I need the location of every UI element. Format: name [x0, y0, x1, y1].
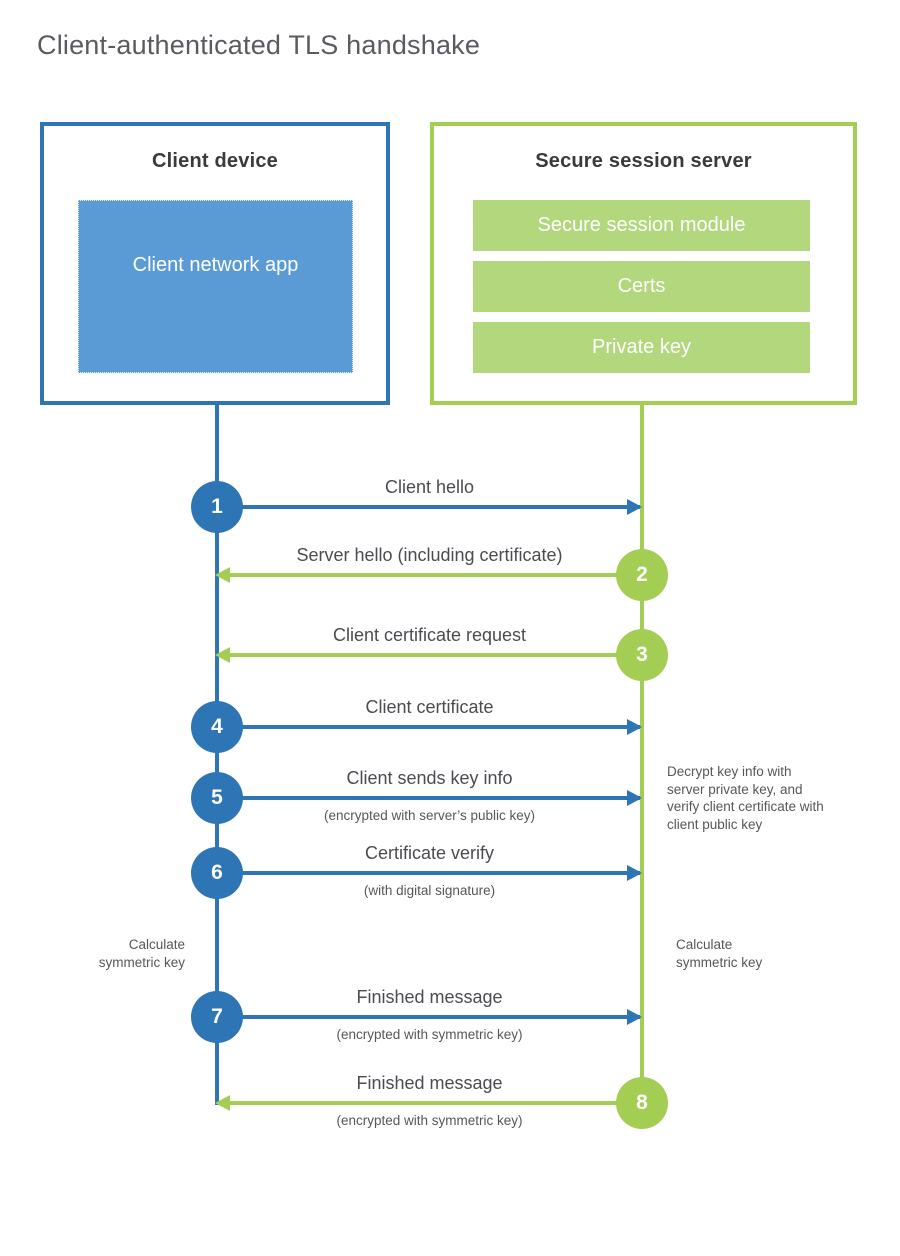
- message-label: Client certificate: [365, 697, 494, 717]
- client-network-app-box: Client network app: [78, 200, 353, 373]
- arrow-left-icon: [215, 567, 230, 583]
- step-circle: 2: [616, 549, 668, 601]
- arrow-right-icon: [627, 865, 642, 881]
- arrow-line: [219, 790, 642, 806]
- server-module-secure-session: Secure session module: [473, 200, 810, 251]
- message-label: Finished message: [356, 987, 503, 1007]
- arrow-line: [215, 647, 640, 663]
- arrow-right-icon: [627, 1009, 642, 1025]
- step-circle: 7: [191, 991, 243, 1043]
- step-circle: 6: [191, 847, 243, 899]
- message-sublabel: (encrypted with symmetric key): [336, 1113, 523, 1128]
- server-module-private-key: Private key: [473, 322, 810, 373]
- server-module-certs: Certs: [473, 261, 810, 312]
- client-lifeline: [215, 405, 219, 1105]
- arrow-line: [215, 1095, 640, 1111]
- message-sublabel: (with digital signature): [363, 883, 496, 898]
- client-device-box: Client device Client network app: [40, 122, 390, 405]
- page-title: Client-authenticated TLS handshake: [37, 30, 481, 60]
- message-label: Client sends key info: [346, 768, 513, 788]
- arrow-line: [219, 499, 642, 515]
- arrow-line: [219, 865, 642, 881]
- message-label: Client certificate request: [332, 625, 527, 645]
- step-circle: 8: [616, 1077, 668, 1129]
- arrow-left-icon: [215, 1095, 230, 1111]
- arrow-line: [219, 719, 642, 735]
- secure-session-server-box: Secure session server Secure session mod…: [430, 122, 857, 405]
- arrow-right-icon: [627, 790, 642, 806]
- step-circle: 5: [191, 772, 243, 824]
- message-label: Certificate verify: [364, 843, 495, 863]
- calculate-symmetric-key-note-client: Calculate symmetric key: [98, 937, 185, 970]
- arrow-right-icon: [627, 499, 642, 515]
- decrypt-note: Decrypt key info with server private key…: [667, 764, 824, 832]
- step-circle: 1: [191, 481, 243, 533]
- arrow-right-icon: [627, 719, 642, 735]
- secure-session-server-title: Secure session server: [535, 150, 752, 172]
- message-sublabel: (encrypted with server’s public key): [323, 808, 536, 823]
- step-circle: 3: [616, 629, 668, 681]
- server-lifeline: [640, 405, 644, 1104]
- arrow-left-icon: [215, 647, 230, 663]
- message-sublabel: (encrypted with symmetric key): [336, 1027, 523, 1042]
- message-label: Server hello (including certificate): [296, 545, 563, 565]
- client-network-app-label: Client network app: [132, 254, 299, 276]
- message-label: Client hello: [384, 477, 475, 497]
- calculate-symmetric-key-note-server: Calculate symmetric key: [676, 937, 763, 970]
- message-label: Finished message: [356, 1073, 503, 1093]
- step-circle: 4: [191, 701, 243, 753]
- arrow-line: [215, 567, 640, 583]
- arrow-line: [219, 1009, 642, 1025]
- client-device-title: Client device: [152, 150, 278, 172]
